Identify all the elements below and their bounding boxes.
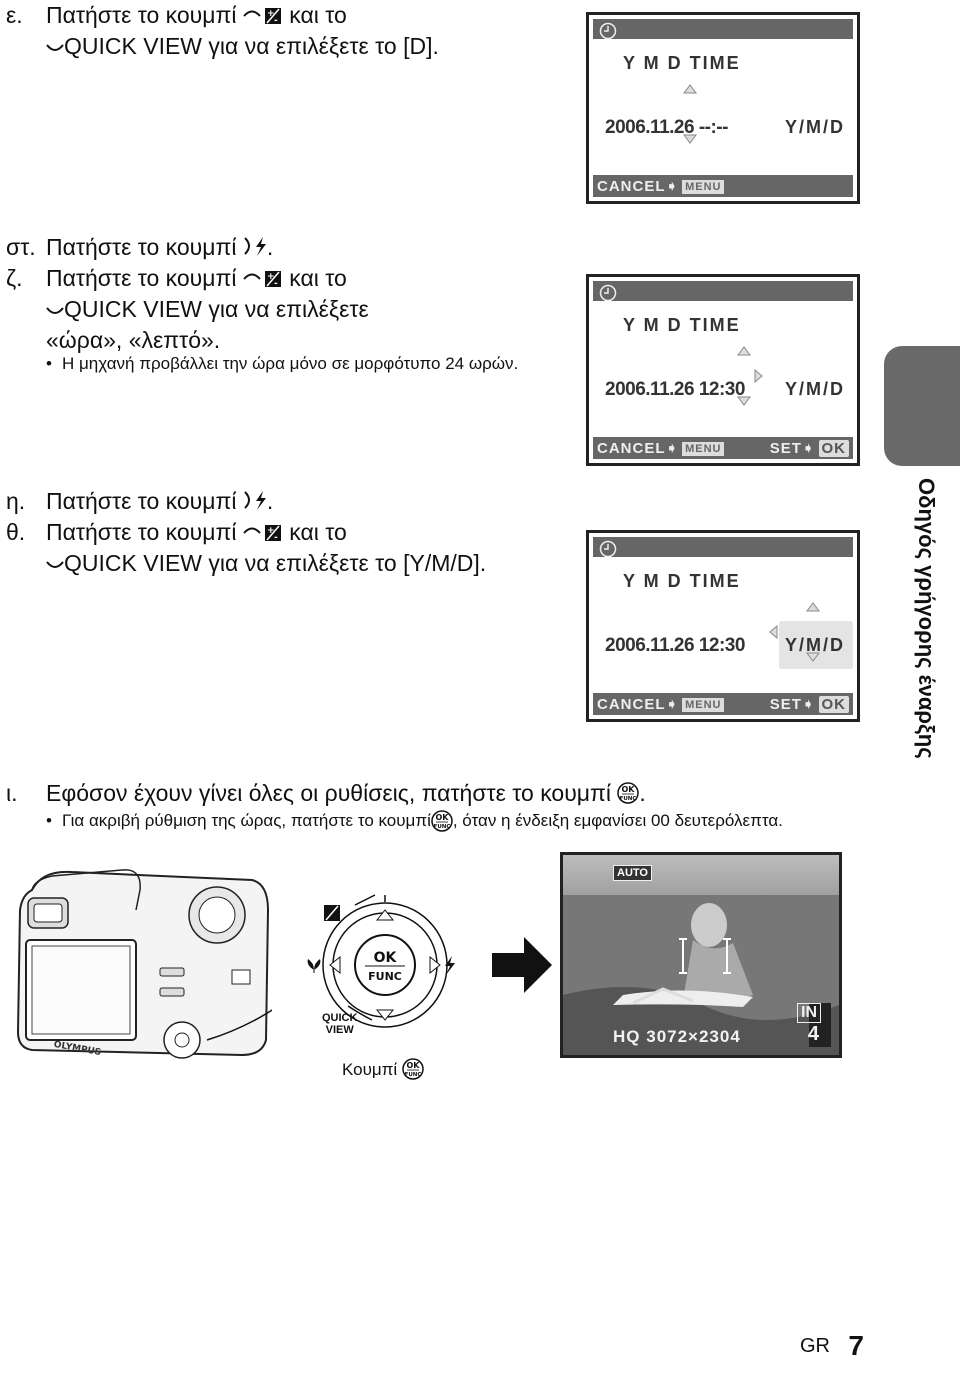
lcd-header: Y M D TIME	[623, 315, 741, 335]
step-text: Εφόσον έχουν γίνει όλες οι ρυθίσεις, πατ…	[46, 780, 612, 806]
page-number: 7	[848, 1330, 864, 1361]
lcd-screen-date: Y M D TIME 2006.11.26 --:-- Y/M/D CANCEL…	[586, 12, 860, 204]
note-precise-time: Για ακριβή ρύθμιση της ώρας, πατήστε το …	[46, 810, 783, 832]
quick-view-arrow-icon	[46, 44, 64, 51]
lcd-header: Y M D TIME	[623, 53, 741, 73]
lcd-time: 12:30	[698, 379, 746, 400]
step-text: και το	[289, 265, 347, 291]
result-arrow-icon	[492, 937, 552, 993]
step-text: Πατήστε το κουμπί	[46, 265, 237, 291]
func-label: FUNC	[368, 970, 402, 983]
cancel-label: CANCEL➧MENU	[597, 439, 725, 457]
step-text: για να επιλέξετε	[208, 296, 369, 322]
image-resolution: 3072×2304	[646, 1027, 741, 1046]
quick-view-label: QUICK VIEW	[64, 33, 203, 59]
side-tab-marker	[884, 346, 960, 466]
step-i: η.Πατήστε το κουμπί .	[6, 486, 273, 517]
memory-indicator: IN	[797, 1003, 821, 1023]
step-text: Πατήστε το κουμπί	[46, 519, 237, 545]
flash-button-icon	[243, 490, 267, 511]
lcd-date-format: Y/M/D	[784, 117, 845, 137]
step-iota: ι. Εφόσον έχουν γίνει όλες οι ρυθίσεις, π…	[6, 778, 646, 809]
exposure-button-icon	[242, 270, 282, 289]
exposure-button-icon	[242, 524, 282, 543]
ok-label: OK	[374, 950, 398, 966]
menu-tag: MENU	[682, 180, 725, 194]
lcd-header: Y M D TIME	[623, 571, 741, 591]
lcd-date: 2006.11.26 12:30	[605, 379, 746, 400]
exposure-button-icon	[242, 7, 282, 26]
preview-screen: AUTO IN HQ 3072×2304 4	[560, 852, 842, 1058]
macro-icon	[307, 959, 321, 973]
auto-mode-badge: AUTO	[613, 865, 652, 881]
up-down-arrows-icon	[683, 84, 697, 144]
image-quality: HQ 3072×2304	[613, 1027, 741, 1046]
step-e: ε. Πατήστε το κουμπί και το QUICK VIEW γι…	[6, 0, 439, 62]
lcd-screen-format: Y M D TIME 2006.11.26 12:30 Y/M/D CANCEL…	[586, 530, 860, 722]
flash-button-icon	[243, 236, 267, 257]
format-highlight	[779, 621, 853, 669]
set-label: SET➧OK	[770, 439, 849, 457]
step-text: για να επιλέξετε το [D].	[208, 33, 439, 59]
cancel-label: CANCEL➧MENU	[597, 695, 725, 713]
quick-view-arrow-icon	[46, 307, 64, 314]
format-adjust-arrows-icon	[769, 602, 820, 662]
shots-remaining: 4	[807, 1023, 819, 1045]
step-th: θ. Πατήστε το κουμπί και το QUICK VIEW γι…	[6, 517, 486, 579]
quick-view-label: QUICK VIEW	[64, 550, 203, 576]
clock-icon	[599, 284, 617, 302]
step-st: στ.Πατήστε το κουμπί .	[6, 232, 273, 263]
step-number: θ.	[6, 519, 26, 545]
button-caption: Κουμπί	[342, 1058, 424, 1080]
ok-tag: OK	[818, 696, 849, 713]
step-number: στ.	[6, 234, 36, 260]
step-number: η.	[6, 488, 26, 514]
flash-icon	[445, 956, 455, 975]
exposure-diagram-icon	[324, 905, 340, 921]
lcd-date-format: Y/M/D	[784, 379, 845, 399]
cancel-label: CANCEL➧MENU	[597, 177, 725, 195]
ok-func-button-icon	[617, 782, 640, 804]
note-24h: Η μηχανή προβάλλει την ώρα μόνο σε μορφό…	[46, 353, 518, 375]
step-text: και το	[289, 519, 347, 545]
time-adjust-arrows-icon	[737, 346, 763, 406]
lcd-date: 2006.11.26 --:--	[605, 117, 729, 138]
ok-func-button-icon	[431, 810, 453, 832]
step-number: ε.	[6, 2, 23, 28]
step-text: «ώρα», «λεπτό».	[46, 327, 221, 353]
lcd-screen-time: Y M D TIME 2006.11.26 12:30 Y/M/D CANCEL…	[586, 274, 860, 466]
step-text: και το	[289, 2, 347, 28]
set-label: SET➧OK	[770, 695, 849, 713]
ok-tag: OK	[818, 440, 849, 457]
step-number: ζ.	[6, 265, 23, 291]
menu-tag: MENU	[682, 698, 725, 712]
side-tab-title: Οδηγός γρήγορης έναρξης	[914, 478, 939, 759]
quick-view-label: QUICK VIEW	[64, 296, 203, 322]
clock-icon	[599, 540, 617, 558]
lcd-time: --:--	[698, 117, 729, 138]
step-text: Πατήστε το κουμπί	[46, 488, 237, 514]
quick-view-arrow-icon	[46, 561, 64, 568]
language-code: GR	[800, 1335, 830, 1357]
lcd-date-format: Y/M/D	[784, 635, 845, 655]
step-number: ι.	[6, 780, 18, 806]
preview-photo	[563, 855, 839, 1055]
step-text: Πατήστε το κουμπί	[46, 2, 237, 28]
arrow-pad-diagram: OK FUNC	[322, 894, 448, 1028]
ok-func-button-icon	[402, 1058, 424, 1080]
camera-illustration: OLYMPUS	[16, 869, 272, 1059]
step-text: Πατήστε το κουμπί	[46, 234, 237, 260]
clock-icon	[599, 22, 617, 40]
step-text: για να επιλέξετε το [Y/M/D].	[208, 550, 487, 576]
lcd-date: 2006.11.26 12:30	[605, 635, 746, 656]
menu-tag: MENU	[682, 442, 725, 456]
lcd-time: 12:30	[698, 635, 746, 656]
step-z: ζ. Πατήστε το κουμπί και το QUICK VIEW γι…	[6, 263, 369, 356]
